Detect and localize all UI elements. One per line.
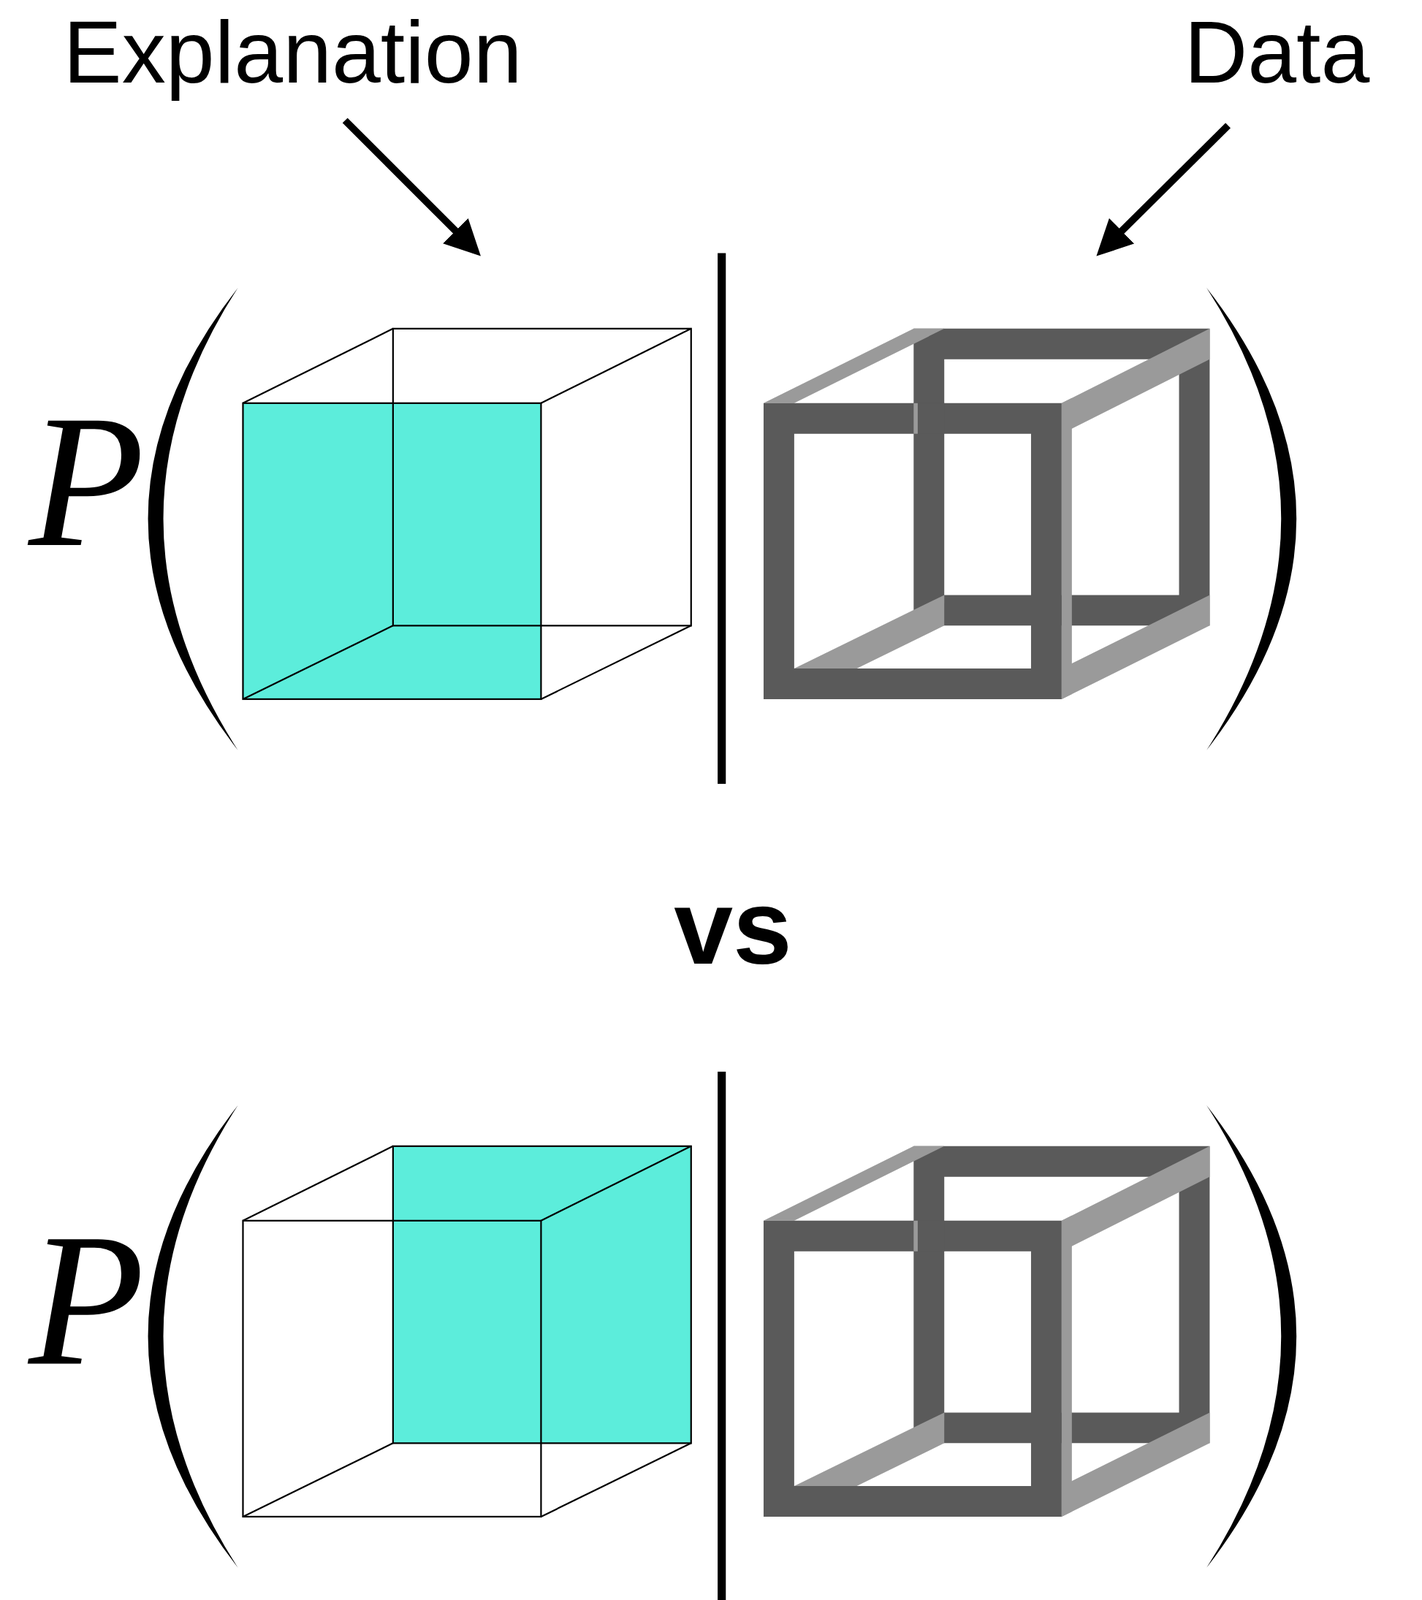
front-face-highlight — [242, 403, 541, 700]
probability-symbol: P — [28, 385, 145, 576]
explanation-label: Explanation — [63, 8, 523, 96]
right-parenthesis — [1206, 287, 1297, 751]
probability-symbol: P — [28, 1204, 145, 1395]
right-parenthesis — [1206, 1105, 1297, 1569]
conditional-bar — [717, 252, 726, 784]
left-parenthesis — [148, 1105, 239, 1569]
wireframe-cube — [242, 328, 691, 700]
back-face-highlight — [393, 1146, 692, 1444]
data-label: Data — [1184, 8, 1371, 96]
wireframe-cube — [242, 1146, 691, 1517]
impossible-cube — [763, 328, 1210, 700]
pointer-arrow — [1101, 125, 1228, 252]
left-parenthesis — [148, 287, 239, 751]
conditional-bar — [717, 1071, 726, 1600]
impossible-cube — [763, 1146, 1210, 1517]
versus-label: vs — [673, 873, 793, 980]
pointer-arrow — [344, 120, 476, 252]
